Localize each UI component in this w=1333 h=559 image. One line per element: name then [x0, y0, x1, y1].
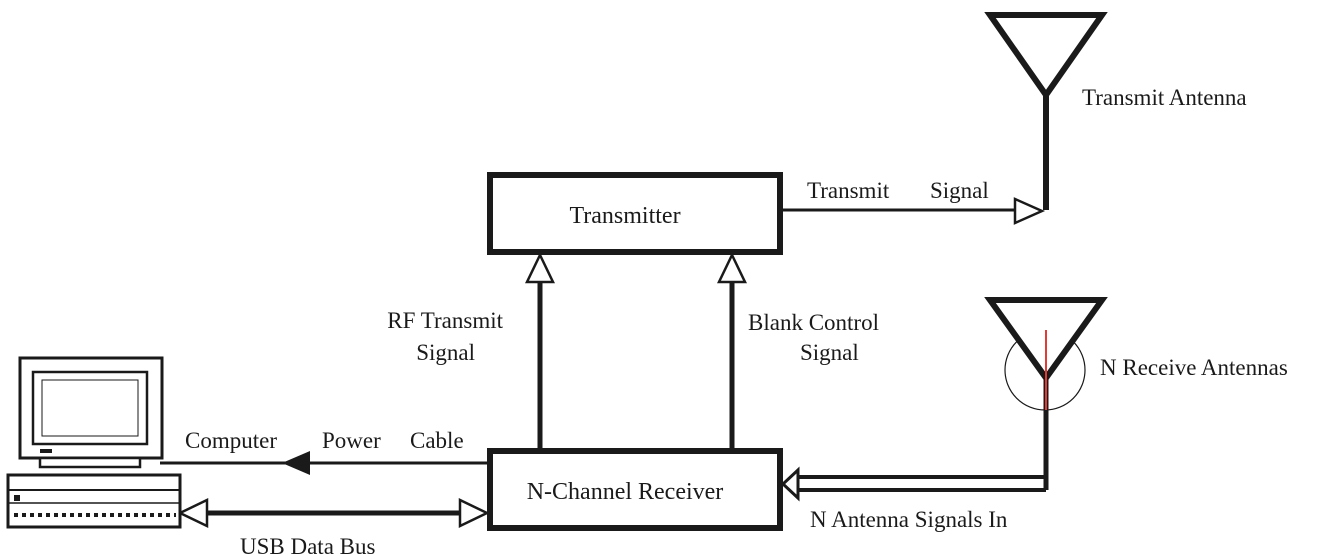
rf-transmit-arrow — [525, 252, 555, 450]
power-cable-label-1: Computer — [185, 428, 277, 453]
receiver-label: N-Channel Receiver — [527, 479, 724, 505]
usb-bus-arrow — [177, 498, 490, 528]
transmit-signal-arrow — [780, 197, 1046, 225]
transmit-antenna-label: Transmit Antenna — [1082, 85, 1247, 110]
transmit-signal-label-1: Transmit — [807, 178, 890, 203]
rf-transmit-label-line1: RF Transmit — [387, 308, 503, 333]
power-cable-label-3: Cable — [410, 428, 464, 453]
usb-bus-label: USB Data Bus — [240, 534, 376, 559]
transmit-antenna — [984, 12, 1108, 210]
receive-antennas-label: N Receive Antennas — [1100, 355, 1288, 380]
power-cable-label-2: Power — [322, 428, 381, 453]
receiver-block — [487, 448, 783, 531]
rf-transmit-label-line2: Signal — [416, 340, 475, 365]
power-cable-arrow — [160, 451, 490, 475]
blank-control-label-line2: Signal — [800, 340, 859, 365]
blank-control-label-line1: Blank Control — [748, 310, 879, 335]
receive-antenna — [984, 297, 1108, 490]
computer-icon — [6, 356, 182, 529]
transmitter-block — [487, 172, 783, 255]
antenna-signals-label: N Antenna Signals In — [810, 507, 1008, 532]
transmitter-label: Transmitter — [569, 203, 680, 229]
blank-control-arrow — [717, 252, 747, 450]
antenna-signals-bus — [780, 466, 1046, 502]
transmit-signal-label-2: Signal — [930, 178, 989, 203]
